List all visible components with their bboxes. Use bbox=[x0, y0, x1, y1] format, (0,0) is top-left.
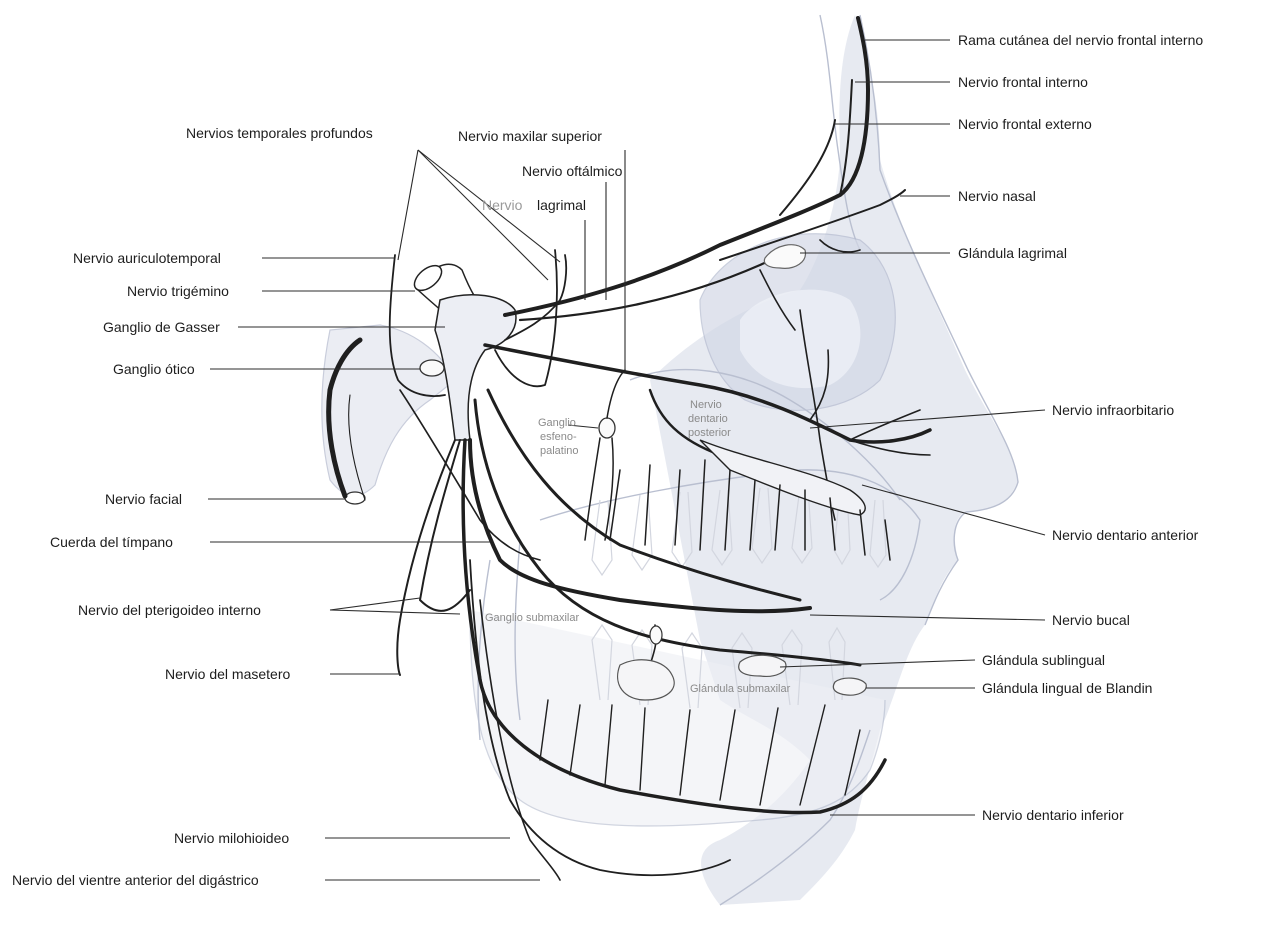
upper-tooth bbox=[632, 495, 652, 570]
submandibular-ganglion bbox=[650, 626, 662, 644]
label-rama-cutanea: Rama cutánea del nervio frontal interno bbox=[958, 32, 1203, 48]
label-otico: Ganglio ótico bbox=[113, 361, 195, 377]
label-dentario-posterior-1: Nervio bbox=[690, 399, 722, 411]
label-facial: Nervio facial bbox=[105, 491, 182, 507]
blandin-gland bbox=[833, 678, 866, 695]
label-auriculotemporal: Nervio auriculotemporal bbox=[73, 250, 221, 266]
label-cuerda-timpano: Cuerda del tímpano bbox=[50, 534, 173, 550]
label-glandula-submaxilar: Glándula submaxilar bbox=[690, 683, 791, 695]
label-dentario-posterior-3: posterior bbox=[688, 427, 731, 439]
label-temporales-profundos: Nervios temporales profundos bbox=[186, 125, 373, 141]
label-digastrico: Nervio del vientre anterior del digástri… bbox=[12, 872, 259, 888]
face-outline bbox=[322, 15, 1018, 905]
label-dentario-inferior: Nervio dentario inferior bbox=[982, 807, 1124, 823]
label-ganglio-submaxilar: Ganglio submaxilar bbox=[485, 612, 579, 624]
label-glandula-blandin: Glándula lingual de Blandin bbox=[982, 680, 1152, 696]
label-glandula-lagrimal: Glándula lagrimal bbox=[958, 245, 1067, 261]
label-dentario-anterior: Nervio dentario anterior bbox=[1052, 527, 1199, 543]
temporal-region bbox=[322, 325, 455, 496]
label-bucal: Nervio bucal bbox=[1052, 612, 1130, 628]
label-masetero: Nervio del masetero bbox=[165, 666, 290, 682]
label-trigemino: Nervio trigémino bbox=[127, 283, 229, 299]
label-glandula-sublingual: Glándula sublingual bbox=[982, 652, 1105, 668]
leader-pterigoideo-1 bbox=[330, 598, 420, 610]
label-oftalmico: Nervio oftálmico bbox=[522, 163, 623, 179]
sublingual-gland bbox=[739, 655, 786, 676]
facial-nerve-cut-end bbox=[345, 492, 365, 504]
sphenopalatine-branches bbox=[585, 370, 625, 540]
label-pterigoideo-interno: Nervio del pterigoideo interno bbox=[78, 602, 261, 618]
label-milohioideo: Nervio milohioideo bbox=[174, 830, 289, 846]
label-dentario-posterior-2: dentario bbox=[688, 413, 728, 425]
label-ganglio-esfeno-2: esfeno- bbox=[540, 431, 577, 443]
label-nasal: Nervio nasal bbox=[958, 188, 1036, 204]
label-lagrimal: lagrimal bbox=[537, 197, 586, 213]
masseter-nerve bbox=[397, 440, 455, 675]
otic-ganglion bbox=[420, 360, 444, 376]
label-frontal-externo: Nervio frontal externo bbox=[958, 116, 1092, 132]
label-infraorbitario: Nervio infraorbitario bbox=[1052, 402, 1174, 418]
label-ganglio-esfeno-3: palatino bbox=[540, 445, 579, 457]
sphenopalatine-ganglion bbox=[599, 418, 615, 438]
label-lagrimal-prefix: Nervio bbox=[482, 197, 523, 213]
leader-temporales-1 bbox=[398, 150, 418, 260]
label-gasser: Ganglio de Gasser bbox=[103, 319, 220, 335]
label-maxilar-superior: Nervio maxilar superior bbox=[458, 128, 602, 144]
label-frontal-interno: Nervio frontal interno bbox=[958, 74, 1088, 90]
label-ganglio-esfeno-1: Ganglio bbox=[538, 417, 576, 429]
